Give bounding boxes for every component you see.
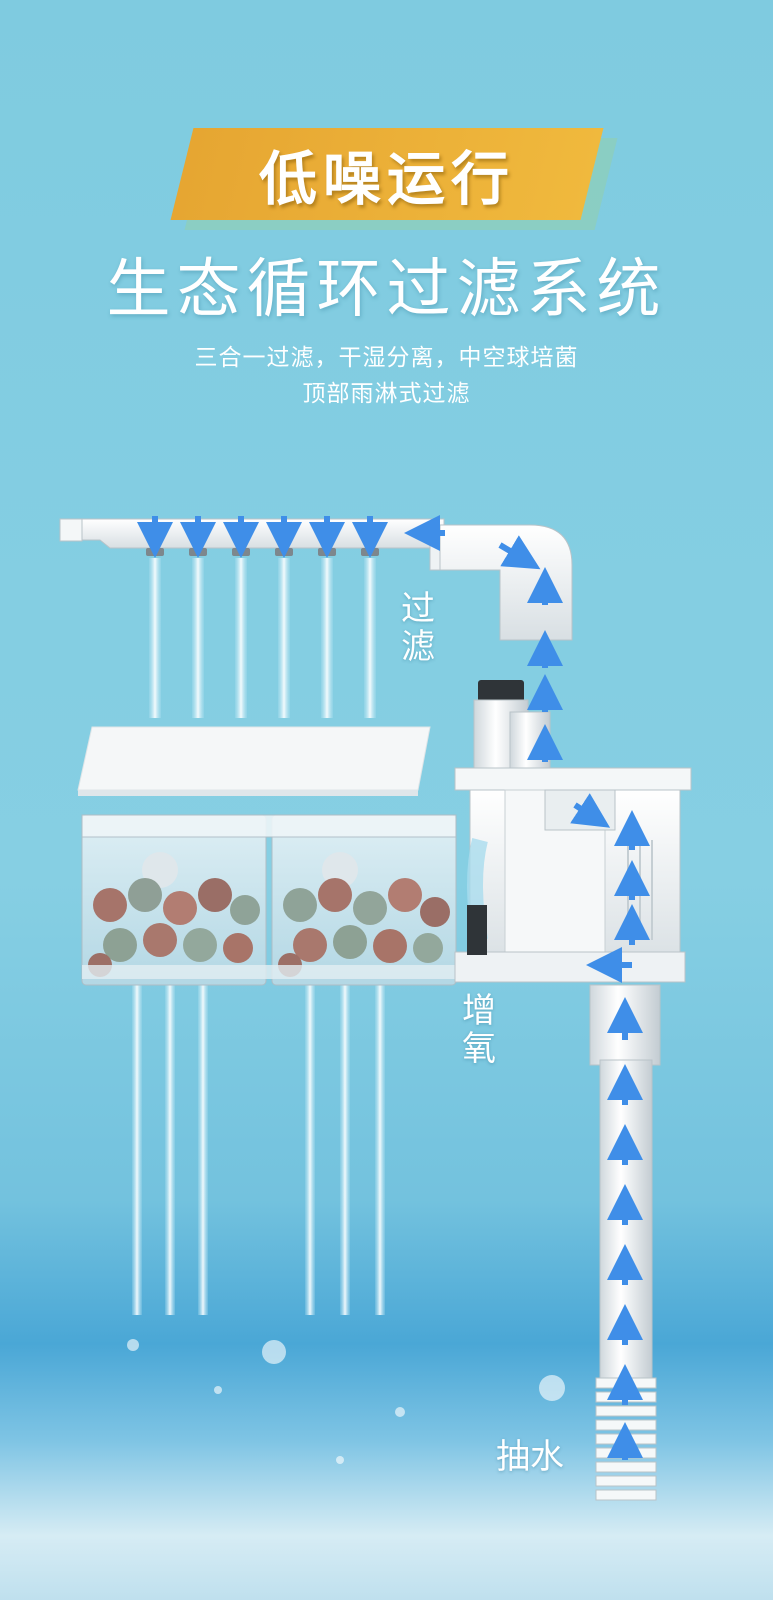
pump-body — [454, 680, 692, 983]
intake-tube — [589, 984, 661, 1501]
bio-balls — [88, 878, 450, 977]
water-streams — [132, 558, 385, 1315]
media-boxes — [81, 814, 457, 986]
elbow-pipe — [439, 524, 573, 641]
filter-sponge — [77, 726, 431, 796]
label-filter: 过滤 — [401, 589, 435, 667]
flow-arrows — [137, 515, 650, 1460]
subtitle-line-1: 三合一过滤，干湿分离，中空球培菌 — [194, 345, 579, 371]
label-oxygen: 增氧 — [462, 991, 496, 1069]
banner-text: 低噪运行 — [258, 145, 515, 213]
bubbles — [127, 1339, 565, 1464]
page-title: 生态循环过滤系统 — [106, 253, 667, 327]
label-pump: 抽水 — [496, 1437, 564, 1477]
subtitle-line-2: 顶部雨淋式过滤 — [302, 381, 471, 407]
rain-tray — [59, 518, 451, 571]
